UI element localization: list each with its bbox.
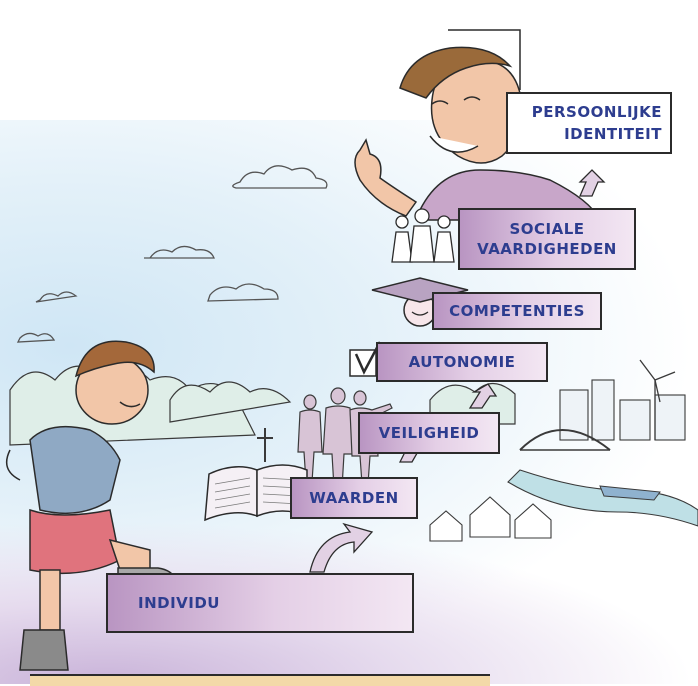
step-waarden: WAARDEN — [290, 477, 418, 519]
bottom-bar — [30, 674, 490, 686]
cross-icon — [257, 428, 273, 462]
step-label-sociale-line2: VAARDIGHEDEN — [477, 240, 617, 258]
man-figure — [354, 29, 602, 221]
step-persoonlijke-identiteit: PERSOONLIJKE IDENTITEIT — [506, 92, 672, 154]
step-autonomie: AUTONOMIE — [376, 342, 548, 382]
step-label-veiligheid: VEILIGHEID — [378, 424, 480, 442]
step-label-persoonlijke-line1: PERSOONLIJKE — [531, 103, 662, 121]
step-sociale-vaardigheden: SOCIALE VAARDIGHEDEN — [458, 208, 636, 270]
checkmark-icon — [349, 341, 382, 377]
step-competenties: COMPETENTIES — [432, 292, 602, 330]
people-group-icon — [391, 208, 455, 263]
town-icon — [559, 379, 686, 441]
thumbs-up-icon — [354, 138, 418, 217]
step-label-individu: INDIVIDU — [138, 594, 220, 612]
cloud-icon — [16, 165, 328, 343]
wind-turbine-icon — [639, 359, 676, 440]
boat-icon — [599, 485, 661, 501]
river-icon — [507, 469, 698, 527]
step-label-competenties: COMPETENTIES — [449, 302, 585, 320]
step-label-autonomie: AUTONOMIE — [408, 353, 516, 371]
step-veiligheid: VEILIGHEID — [358, 412, 500, 454]
houses-icon — [429, 496, 552, 542]
step-label-sociale-line1: SOCIALE — [509, 220, 585, 238]
bridge-icon — [519, 429, 611, 451]
step-label-waarden: WAARDEN — [309, 489, 399, 507]
step-individu: INDIVIDU — [106, 573, 414, 633]
step-label-persoonlijke-line2: IDENTITEIT — [564, 125, 662, 143]
